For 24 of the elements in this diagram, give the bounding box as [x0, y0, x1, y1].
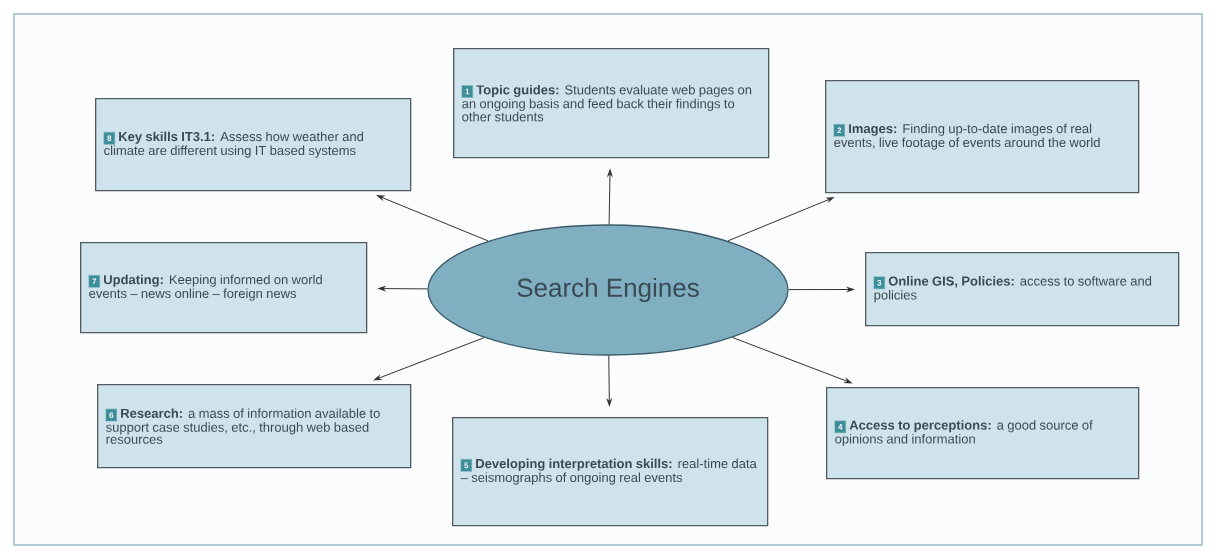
text-box: 4 Access to perceptions: a good source of opinions and information: [826, 387, 1140, 480]
number-badge: 5: [460, 459, 473, 472]
text-box: 8 Key skills IT3.1: Assess how weather and climate are different using IT based systems: [95, 98, 412, 192]
number-badge: 3: [873, 276, 886, 290]
text-box: 6 Research: a mass of information available to support case studies, etc., through web based resources: [97, 384, 412, 469]
arrow: [377, 195, 489, 242]
text-box: 1 Topic guides: Students evaluate web pages on an ongoing basis and feed back their findings to other students: [453, 48, 770, 159]
arrow: [727, 197, 834, 242]
number-badge: 7: [88, 275, 101, 288]
arrow: [607, 169, 613, 225]
text-box: 5 Developing interpretation skills: real-time data – seismographs of ongoing real events: [452, 417, 769, 527]
number-badge: 6: [105, 408, 118, 422]
number-badge: 4: [834, 420, 847, 433]
arrow: [732, 337, 852, 384]
number-badge: 1: [461, 85, 474, 98]
arrow: [788, 287, 854, 292]
arrow: [606, 355, 612, 406]
number-badge: 2: [833, 124, 846, 137]
text-box: 2 Images: Finding up-to-date images of real events, live footage of events around the world: [825, 80, 1140, 194]
number-badge: 8: [103, 132, 116, 145]
text-box: 7 Updating: Keeping informed on world events – news online – foreign news: [80, 242, 368, 334]
arrow: [378, 286, 428, 292]
text-box: 3 Online GIS, Policies: access to software and policies: [865, 252, 1180, 327]
arrow: [373, 337, 485, 381]
